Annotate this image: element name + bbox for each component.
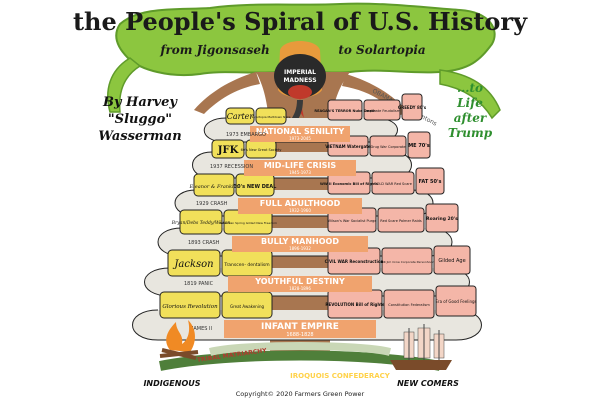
era-youthful: YOUTHFUL DESTINY <box>254 277 345 286</box>
byline-2: "Sluggo" <box>108 112 172 127</box>
right-vietnam: VIETNAM Watergate <box>325 144 371 149</box>
era-neutered-years: 1973-2045 <box>289 136 311 141</box>
ship-icon <box>390 324 452 370</box>
left-glorious: Glorious Revolution <box>162 304 218 310</box>
right-gilded: Gilded Age <box>438 258 465 264</box>
copyright: Copyright© 2020 Farmers Green Power <box>236 390 365 398</box>
snake-label-1: IMPERIAL <box>284 69 316 76</box>
left-solartopia: Solartopia Meltdown Nuke <box>251 115 290 119</box>
right-constitution: Constitution Federalism <box>388 303 430 307</box>
right-ww2: WW II Economic Bill of Rights <box>320 182 378 186</box>
era-youthful-years: 1828-1896 <box>289 286 311 291</box>
era-bully-years: 1896-1932 <box>289 246 311 251</box>
left-boxes <box>159 107 287 319</box>
base-indigenous: INDIGENOUS <box>143 379 200 388</box>
base-iroquois: IROQUOIS CONFEDERACY <box>290 372 391 380</box>
era-bully: BULLY MANHOOD <box>261 237 339 246</box>
right-era-good: Era of Good Feelings <box>435 299 476 304</box>
left-bohemian: Bohemian Spring Gilded New Freedom <box>219 221 277 225</box>
left-thirties: 30's NEW DEAL <box>234 184 277 190</box>
right-kkk: KKK Jim Crow Corporate Personhood <box>380 260 435 264</box>
crisis-1937: 1937 RECESSION <box>210 164 253 170</box>
snake-label-2: MADNESS <box>283 77 316 84</box>
right-drug-war: Drug War Corporate <box>370 145 405 149</box>
left-transcend: Transcen- dentalism <box>223 262 269 268</box>
right-me: ME 70's <box>408 143 430 149</box>
imperial-madness-snake <box>274 41 326 135</box>
right-reagans: REAGAN'S TERROR Nuke Death <box>314 109 376 113</box>
title-to: to Solartopia <box>338 43 425 57</box>
crisis-1973: 1973 EMBARGO <box>226 132 266 138</box>
right-revolution: REVOLUTION Bill of Rights <box>325 302 385 307</box>
left-carter: Carter <box>227 112 255 121</box>
crisis-1893: 1893 CRASH <box>188 240 220 246</box>
era-mid-life: MID-LIFE CRISIS <box>264 161 337 170</box>
tree-canopy <box>107 2 501 120</box>
after-4: Trump <box>448 126 493 140</box>
left-jfk: JFK <box>217 145 239 156</box>
poster-title: the People's Spiral of U.S. History <box>73 7 528 36</box>
era-infant: INFANT EMPIRE <box>261 322 339 332</box>
right-boxes <box>327 93 477 319</box>
byline-3: Wasserman <box>98 129 181 144</box>
era-infant-years: 1688-1828 <box>286 332 313 338</box>
crisis-1929: 1929 CRASH <box>196 201 228 207</box>
after-1: ...to <box>457 81 483 95</box>
era-neutered: NATIONAL SENILITY <box>256 127 345 136</box>
left-sixties: 60's New Great Society <box>241 148 282 152</box>
right-red-scare: Red Scare Palmer Raids <box>380 219 422 223</box>
crisis-1819: 1819 PANIC <box>184 281 214 287</box>
right-cold-war: COLD WAR Red Scare <box>374 182 412 186</box>
byline-1: By Harvey <box>102 95 178 110</box>
left-jackson: Jackson <box>172 259 213 270</box>
right-wilsons: Wilson's War Socialist Purge <box>327 219 376 223</box>
era-bars <box>224 126 376 338</box>
right-civil-war: CIVIL WAR Reconstruction <box>325 259 384 264</box>
right-roaring: Roaring 20's <box>426 216 458 222</box>
base-newcomers: NEW COMERS <box>397 379 459 388</box>
fire-icon <box>159 320 199 360</box>
right-greedy: GREEDY 80's <box>398 105 427 110</box>
title-from: from Jigonsaseh <box>159 43 269 57</box>
after-2: Life <box>456 96 483 110</box>
right-corporate: Corporate Feudalism <box>364 109 401 113</box>
crisis-james: JAMES II <box>191 326 212 332</box>
left-bryan: Bryan/Debs Teddy/Wilson <box>171 220 231 226</box>
right-fat: FAT 50's <box>419 179 442 185</box>
left-eleanor: Eleanor & Franklin <box>189 184 239 190</box>
era-mid-life-years: 1945-1973 <box>289 170 311 175</box>
era-full-adulthood-years: 1932-1960 <box>289 208 311 213</box>
left-great-awakening: Great Awakening <box>230 304 265 309</box>
after-3: after <box>454 111 488 125</box>
era-full-adulthood: FULL ADULTHOOD <box>260 199 341 208</box>
